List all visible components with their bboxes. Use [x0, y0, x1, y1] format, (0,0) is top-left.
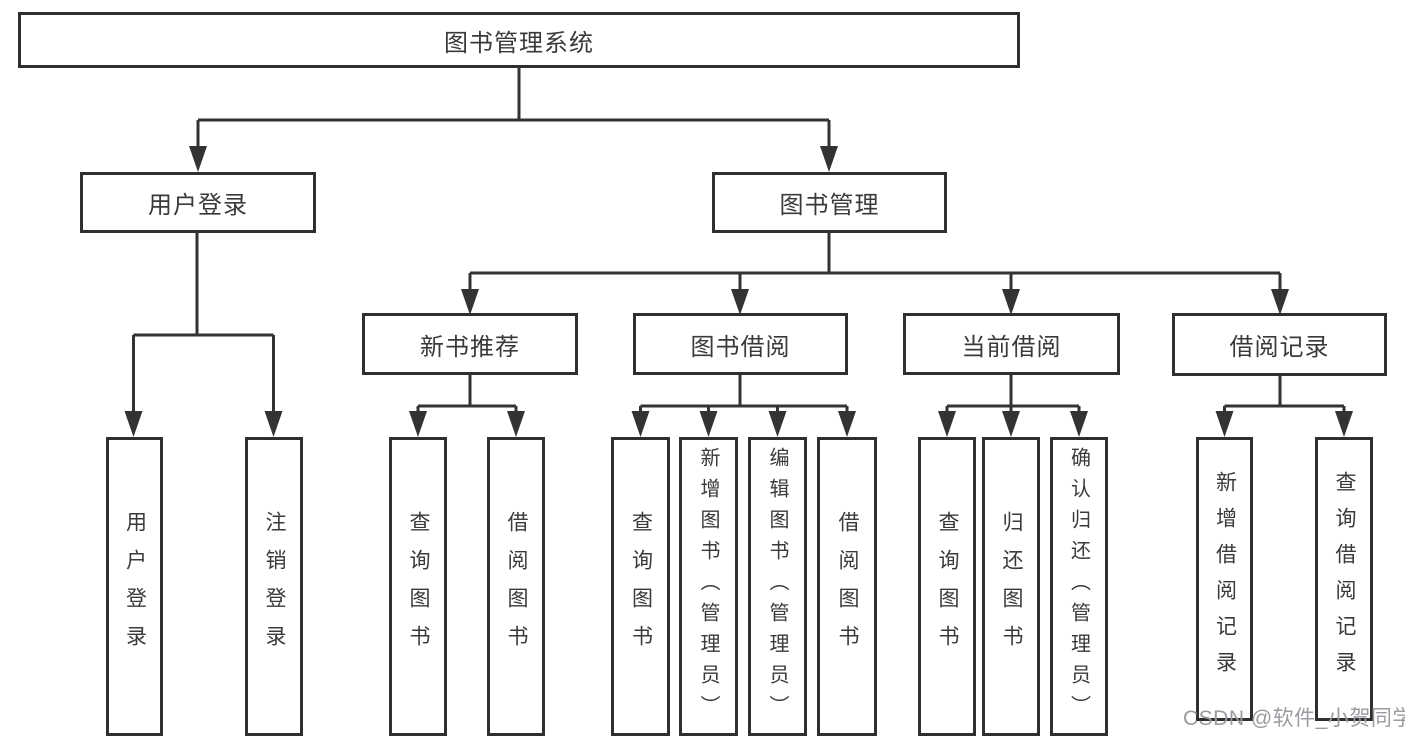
connector-line — [132, 233, 275, 417]
node-new-book-recommendation: 新书推荐 — [362, 313, 578, 375]
arrowhead — [507, 411, 525, 437]
leaf-borrowing-query-books: 查询图书 — [611, 437, 670, 736]
watermark-text: CSDN @软件_小贺同学 — [1183, 707, 1405, 730]
connector-line — [468, 233, 1282, 295]
leaf-records-query-record: 查询借阅记录 — [1315, 437, 1373, 721]
arrowhead — [731, 289, 749, 315]
leaf-newbook-borrow-books: 借阅图书 — [487, 437, 545, 736]
arrowhead — [1335, 411, 1353, 437]
node-library-management-system: 图书管理系统 — [18, 12, 1020, 68]
connector-user-login-to-leaves — [124, 233, 283, 437]
arrowhead — [820, 146, 838, 172]
arrowhead — [838, 411, 856, 437]
arrowhead — [699, 411, 718, 437]
leaf-borrowing-borrow-books: 借阅图书 — [817, 437, 877, 736]
connector-book-management-to-level3 — [461, 233, 1289, 315]
arrowhead — [461, 289, 479, 315]
connector-line — [945, 375, 1081, 417]
arrowhead — [1002, 411, 1020, 437]
node-book-borrowing: 图书借阅 — [633, 313, 848, 375]
leaf-current-confirm-return-admin: 确认归还（管理员） — [1050, 437, 1108, 736]
leaf-records-add-record: 新增借阅记录 — [1196, 437, 1253, 721]
leaf-newbook-query-books: 查询图书 — [389, 437, 447, 736]
connector-book-borrowing-to-leaves — [631, 375, 856, 437]
connector-line — [1223, 376, 1346, 417]
connector-line — [196, 68, 831, 152]
leaf-borrowing-edit-books-admin: 编辑图书（管理员） — [748, 437, 807, 736]
arrowhead — [409, 411, 427, 437]
leaf-current-query-books: 查询图书 — [918, 437, 976, 736]
node-user-login: 用户登录 — [80, 172, 316, 233]
node-current-borrowing: 当前借阅 — [903, 313, 1120, 375]
arrowhead — [124, 411, 143, 437]
arrowhead — [631, 411, 650, 437]
arrowhead — [1215, 411, 1234, 437]
leaf-logout: 注销登录 — [245, 437, 303, 736]
connector-line — [639, 375, 849, 417]
arrowhead — [768, 411, 787, 437]
arrowhead — [1271, 289, 1289, 315]
leaf-user-login: 用户登录 — [106, 437, 163, 736]
node-book-management: 图书管理 — [712, 172, 947, 233]
leaf-borrowing-add-books-admin: 新增图书（管理员） — [679, 437, 738, 736]
connector-borrowing-records-to-leaves — [1215, 376, 1353, 437]
arrowhead — [264, 411, 283, 437]
arrowhead — [1070, 411, 1088, 437]
arrowhead — [938, 411, 956, 437]
connector-new-book-to-leaves — [409, 375, 525, 437]
node-borrowing-records: 借阅记录 — [1172, 313, 1387, 376]
arrowhead — [189, 146, 207, 172]
connector-root-to-level2 — [189, 68, 838, 172]
connector-current-borrowing-to-leaves — [938, 375, 1088, 437]
arrowhead — [1002, 289, 1020, 315]
connector-line — [416, 375, 518, 417]
leaf-current-return-books: 归还图书 — [982, 437, 1040, 736]
